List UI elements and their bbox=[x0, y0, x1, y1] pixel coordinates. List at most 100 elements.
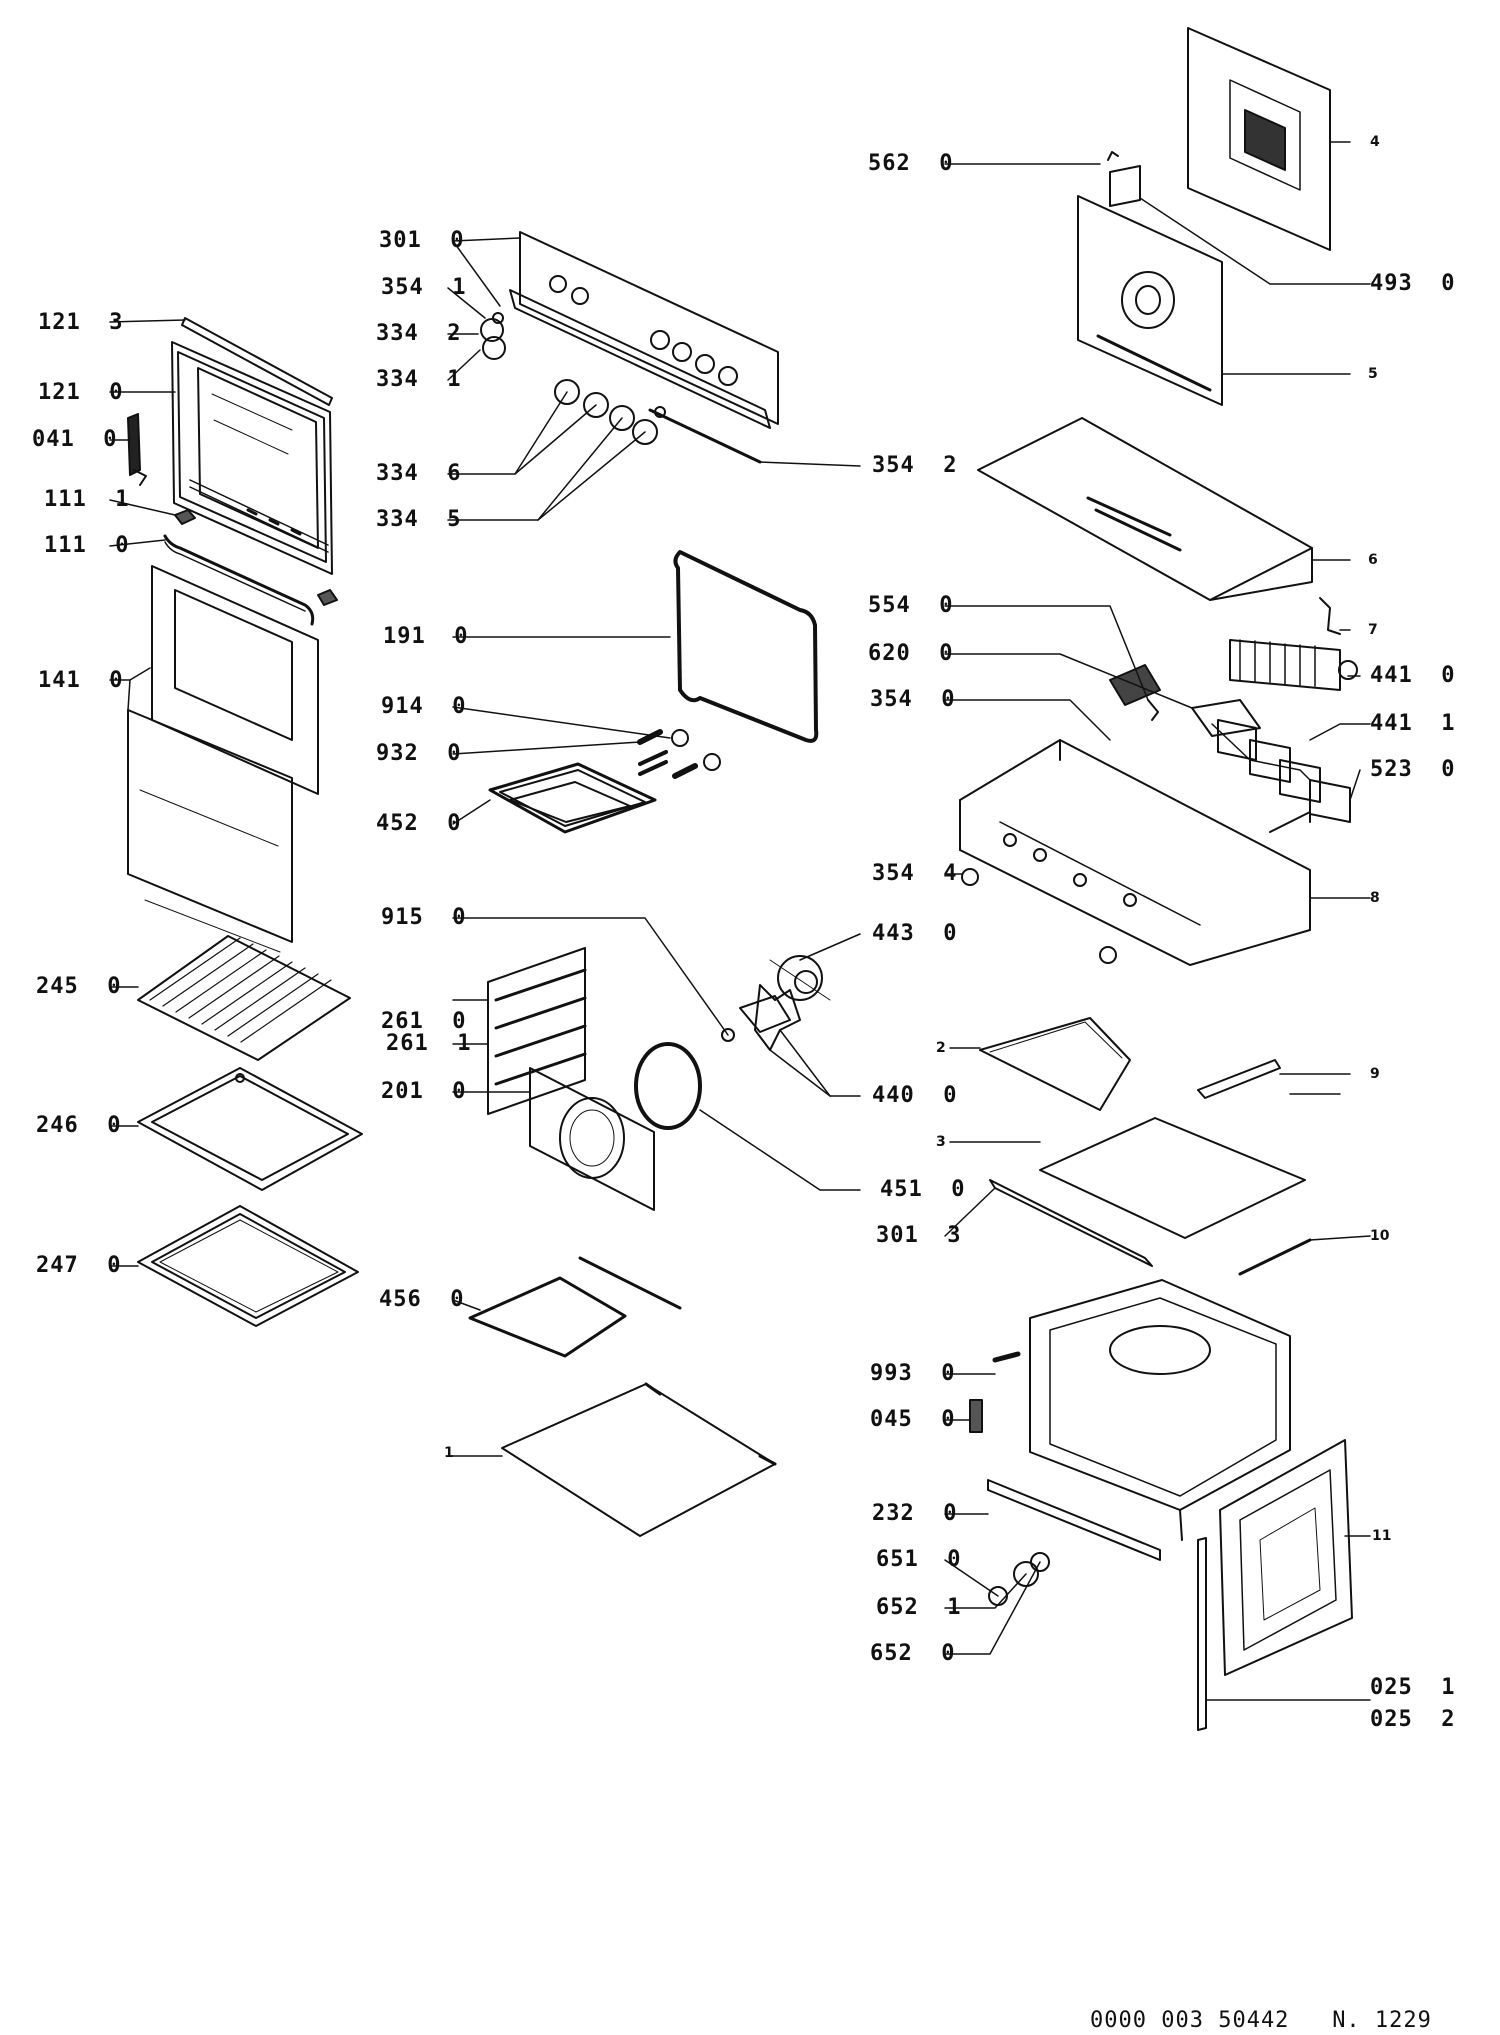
control-knobs bbox=[480, 312, 666, 445]
ref-number: 8 bbox=[1370, 890, 1380, 906]
dripping-pan bbox=[137, 1205, 359, 1327]
part-label: 456 0 bbox=[379, 1287, 465, 1312]
front-strip bbox=[989, 1179, 1153, 1267]
top-bracket bbox=[1197, 1059, 1281, 1099]
fan-nut bbox=[721, 1028, 735, 1042]
wire-shelf bbox=[137, 935, 351, 1061]
sheet-number: N. 1229 bbox=[1332, 2008, 1432, 2033]
wiring-harness bbox=[1319, 597, 1341, 635]
part-label: 141 0 bbox=[38, 668, 124, 693]
door-inner-glass bbox=[151, 565, 319, 795]
top-cover bbox=[977, 417, 1313, 601]
rod bbox=[1238, 1238, 1312, 1276]
part-label: 993 0 bbox=[870, 1361, 956, 1386]
part-label: 651 0 bbox=[876, 1547, 962, 1572]
part-label: 232 0 bbox=[872, 1501, 958, 1526]
ref-number: 2 bbox=[936, 1040, 946, 1056]
ref-number: 7 bbox=[1368, 622, 1378, 638]
part-label: 247 0 bbox=[36, 1253, 122, 1278]
part-label: 354 0 bbox=[870, 687, 956, 712]
part-label: 440 0 bbox=[872, 1083, 958, 1108]
part-label: 452 0 bbox=[376, 811, 462, 836]
part-label: 245 0 bbox=[36, 974, 122, 999]
rear-panel bbox=[1187, 27, 1331, 251]
door-outer-glass bbox=[127, 709, 293, 953]
doc-number: 0000 003 50442 bbox=[1090, 2008, 1290, 2033]
ref-number: 4 bbox=[1370, 134, 1380, 150]
grill-element bbox=[488, 750, 668, 834]
fan-cover-panel bbox=[529, 1067, 655, 1211]
control-panel bbox=[509, 231, 779, 464]
part-label: 041 0 bbox=[32, 427, 118, 452]
fan-blade bbox=[754, 984, 801, 1051]
fan-element-ring bbox=[634, 1042, 702, 1130]
cavity-trim bbox=[987, 1479, 1161, 1561]
part-label: 111 0 bbox=[44, 533, 130, 558]
ref-number: 5 bbox=[1368, 366, 1378, 382]
part-label: 652 1 bbox=[876, 1595, 962, 1620]
door-hinge bbox=[127, 413, 147, 486]
part-label: 025 1 bbox=[1370, 1675, 1456, 1700]
door-clips bbox=[174, 509, 338, 606]
part-label: 441 1 bbox=[1370, 711, 1456, 736]
part-label: 334 1 bbox=[376, 367, 462, 392]
document-footer: 0000 003 50442 N. 1229 bbox=[1090, 2008, 1432, 2033]
part-label: 121 3 bbox=[38, 310, 124, 335]
terminal-block bbox=[1107, 151, 1141, 207]
part-label: 652 0 bbox=[870, 1641, 956, 1666]
ref-number: 9 bbox=[1370, 1066, 1380, 1082]
oven-cavity bbox=[1029, 1279, 1291, 1541]
part-label: 914 0 bbox=[381, 694, 467, 719]
oven-door-seal bbox=[673, 550, 819, 743]
side-bracket bbox=[979, 1017, 1131, 1111]
part-label: 025 2 bbox=[1370, 1707, 1456, 1732]
part-label: 620 0 bbox=[868, 641, 954, 666]
part-label: 443 0 bbox=[872, 921, 958, 946]
part-label: 261 0 bbox=[381, 1009, 467, 1034]
part-label: 301 0 bbox=[379, 228, 465, 253]
part-label: 121 0 bbox=[38, 380, 124, 405]
cooling-fan bbox=[1229, 639, 1358, 691]
switch-block bbox=[1191, 699, 1311, 781]
ref-number: 10 bbox=[1370, 1228, 1390, 1244]
part-label: 562 0 bbox=[868, 151, 954, 176]
door-handle bbox=[163, 534, 315, 626]
side-frame-panel bbox=[1219, 1439, 1353, 1676]
part-label: 334 5 bbox=[376, 507, 462, 532]
ref-number: 6 bbox=[1368, 552, 1378, 568]
ref-number: 1 bbox=[444, 1445, 454, 1461]
door-switch bbox=[969, 1351, 1021, 1433]
baking-tray bbox=[137, 1067, 363, 1191]
part-label: 523 0 bbox=[1370, 757, 1456, 782]
part-label: 554 0 bbox=[868, 593, 954, 618]
back-panel bbox=[1077, 195, 1223, 406]
part-label: 045 0 bbox=[870, 1407, 956, 1432]
part-label: 246 0 bbox=[36, 1113, 122, 1138]
part-label: 201 0 bbox=[381, 1079, 467, 1104]
part-label: 354 2 bbox=[872, 453, 958, 478]
screws bbox=[637, 729, 721, 779]
part-label: 334 6 bbox=[376, 461, 462, 486]
lamp-assembly bbox=[988, 1552, 1050, 1606]
side-rail bbox=[1197, 1537, 1207, 1731]
part-label: 451 0 bbox=[880, 1177, 966, 1202]
control-housing bbox=[959, 739, 1311, 966]
part-label: 111 1 bbox=[44, 487, 130, 512]
bottom-plate bbox=[1039, 1117, 1306, 1239]
lamp-holders bbox=[961, 868, 1117, 964]
part-label: 915 0 bbox=[381, 905, 467, 930]
part-label: 334 2 bbox=[376, 321, 462, 346]
door-frame bbox=[171, 341, 333, 575]
part-label: 441 0 bbox=[1370, 663, 1456, 688]
part-label: 354 1 bbox=[381, 275, 467, 300]
thermostat-switches bbox=[1217, 719, 1351, 823]
base-plate bbox=[501, 1382, 777, 1537]
part-label: 932 0 bbox=[376, 741, 462, 766]
part-label: 261 1 bbox=[386, 1031, 472, 1056]
ref-number: 3 bbox=[936, 1134, 946, 1150]
door-top-trim bbox=[181, 317, 333, 406]
bottom-element bbox=[468, 1256, 682, 1358]
part-label: 301 3 bbox=[876, 1223, 962, 1248]
